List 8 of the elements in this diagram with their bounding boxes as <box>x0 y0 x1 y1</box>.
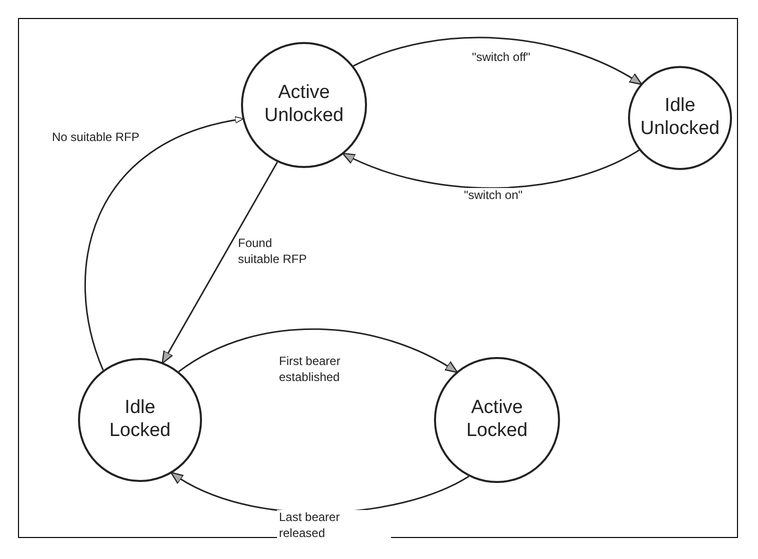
state-name: Idle Unlocked <box>640 95 720 141</box>
transition-arrow <box>162 162 278 364</box>
transition-arrow <box>178 328 458 373</box>
state-name: Idle Locked <box>108 397 172 443</box>
transition-arrow <box>342 150 640 189</box>
state-name: Active Unlocked <box>263 82 345 128</box>
transition-arrow <box>353 36 642 86</box>
state-name: Active Locked <box>465 397 529 443</box>
